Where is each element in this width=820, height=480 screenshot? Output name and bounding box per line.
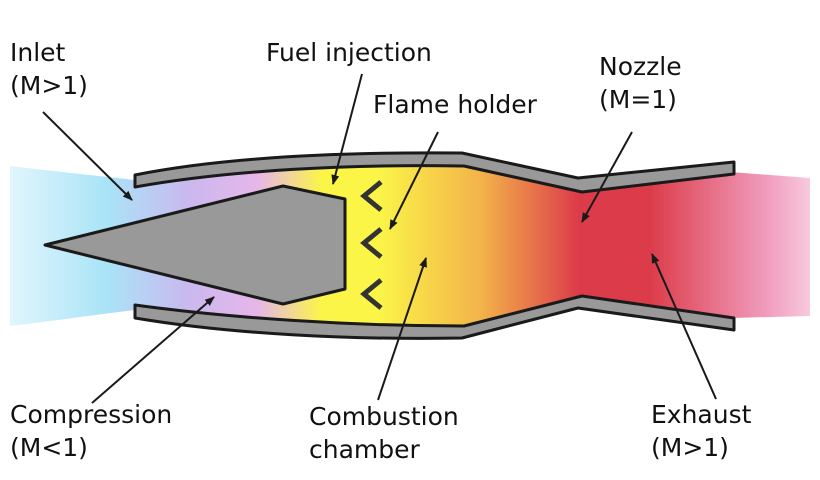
exhaust-label-line2: (M>1) (651, 433, 729, 462)
inlet-label-line2: (M>1) (10, 71, 88, 100)
nozzle-label-line2: (M=1) (599, 85, 677, 114)
flame-holder-chevron (360, 278, 383, 310)
compression-label: Compression (M<1) (10, 398, 172, 464)
upper-casing (133, 151, 736, 194)
compression-arrow (91, 296, 215, 404)
flame-holder-chevron (360, 180, 383, 212)
flame-holder-chevron (360, 227, 383, 259)
nozzle-label: Nozzle (M=1) (599, 50, 682, 116)
combustion-label-line1: Combustion (309, 402, 459, 431)
lower-casing (133, 294, 736, 340)
combustion-label-line2: chamber (309, 435, 420, 464)
compression-label-line2: (M<1) (10, 433, 88, 462)
inlet-label-line1: Inlet (10, 38, 66, 67)
nozzle-label-line1: Nozzle (599, 52, 682, 81)
combustion-arrow (377, 257, 427, 401)
flame-holders (360, 180, 383, 310)
inlet-arrow (42, 111, 133, 201)
flame-holder-label-line1: Flame holder (373, 90, 537, 119)
compression-label-line1: Compression (10, 400, 173, 429)
fuel-injection-label: Fuel injection (266, 36, 432, 69)
fuel-injection-arrow (331, 73, 363, 185)
fuel-injection-label-line1: Fuel injection (266, 38, 432, 67)
nozzle-arrow (581, 131, 633, 223)
exhaust-label-line1: Exhaust (651, 400, 752, 429)
inlet-label: Inlet (M>1) (10, 36, 88, 102)
combustion-label: Combustion chamber (309, 400, 459, 466)
center-cone (43, 184, 347, 306)
exhaust-arrow (651, 253, 717, 400)
exhaust-label: Exhaust (M>1) (651, 398, 751, 464)
flame-holder-arrow (389, 131, 439, 230)
flame-holder-label: Flame holder (373, 88, 537, 121)
